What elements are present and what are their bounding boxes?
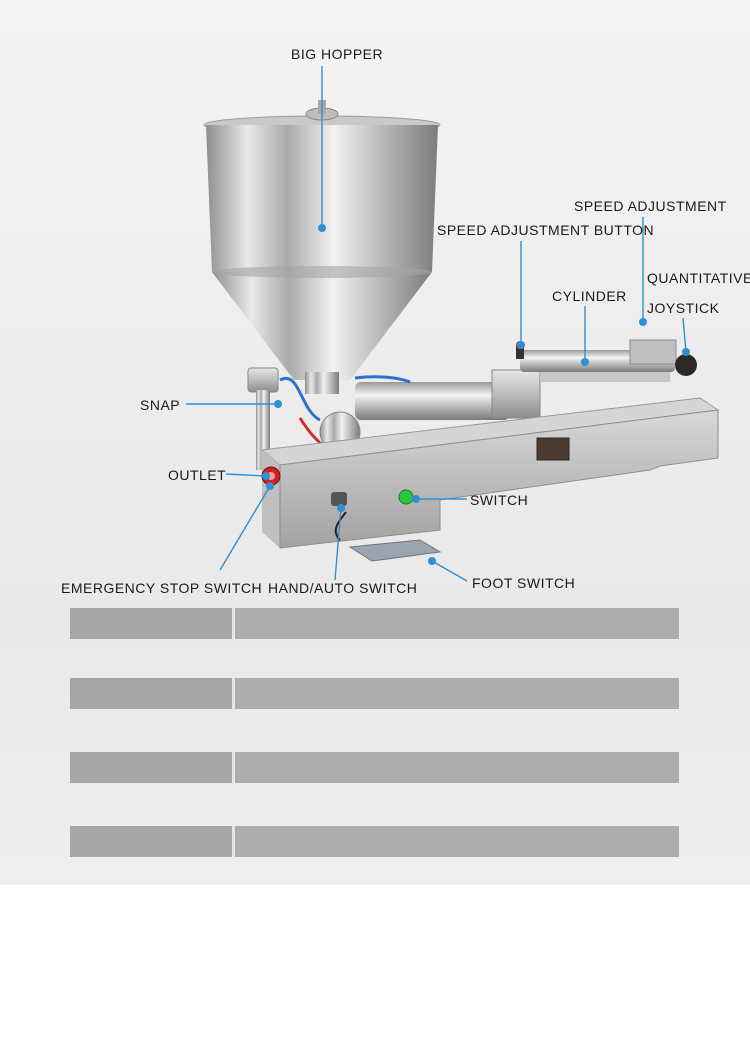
spec-table-row — [70, 826, 679, 857]
foot-switch-label: FOOT SWITCH — [472, 575, 576, 591]
spec-row-label — [70, 678, 232, 709]
spec-table-row — [70, 678, 679, 709]
spec-row-divider — [232, 826, 235, 857]
snap-label: SNAP — [140, 397, 181, 413]
quantitative-label: QUANTITATIVE — [647, 270, 750, 286]
product-panel: BIG HOPPER SPEED ADJUSTMENT SPEED ADJUST… — [0, 0, 750, 885]
spec-table-row — [70, 752, 679, 783]
emergency-stop-switch-label: EMERGENCY STOP SWITCH — [61, 580, 263, 596]
spec-row-value — [235, 752, 679, 783]
spec-row-divider — [232, 752, 235, 783]
speed-adjustment-label: SPEED ADJUSTMENT — [574, 198, 727, 214]
spec-row-divider — [232, 608, 235, 639]
speed-adjustment-button-label: SPEED ADJUSTMENT BUTTON — [437, 222, 655, 238]
hand-auto-switch-label: HAND/AUTO SWITCH — [268, 580, 418, 596]
spec-row-value — [235, 608, 679, 639]
leader-lines — [186, 66, 687, 582]
spec-row-value — [235, 826, 679, 857]
big-hopper-label: BIG HOPPER — [291, 46, 384, 62]
filling-tube — [355, 339, 697, 420]
spec-row-label — [70, 608, 232, 639]
machine-base — [260, 397, 720, 549]
spec-row-value — [235, 678, 679, 709]
spec-row-divider — [232, 678, 235, 709]
filling-machine-image — [186, 66, 720, 582]
leader-dots — [262, 224, 690, 565]
cylinder-label: CYLINDER — [552, 288, 627, 304]
outlet-label: OUTLET — [168, 467, 227, 483]
spec-table-row — [70, 608, 679, 639]
joystick-label: JOYSTICK — [647, 300, 720, 316]
spec-row-label — [70, 752, 232, 783]
switch-label: SWITCH — [470, 492, 529, 508]
spec-row-label — [70, 826, 232, 857]
